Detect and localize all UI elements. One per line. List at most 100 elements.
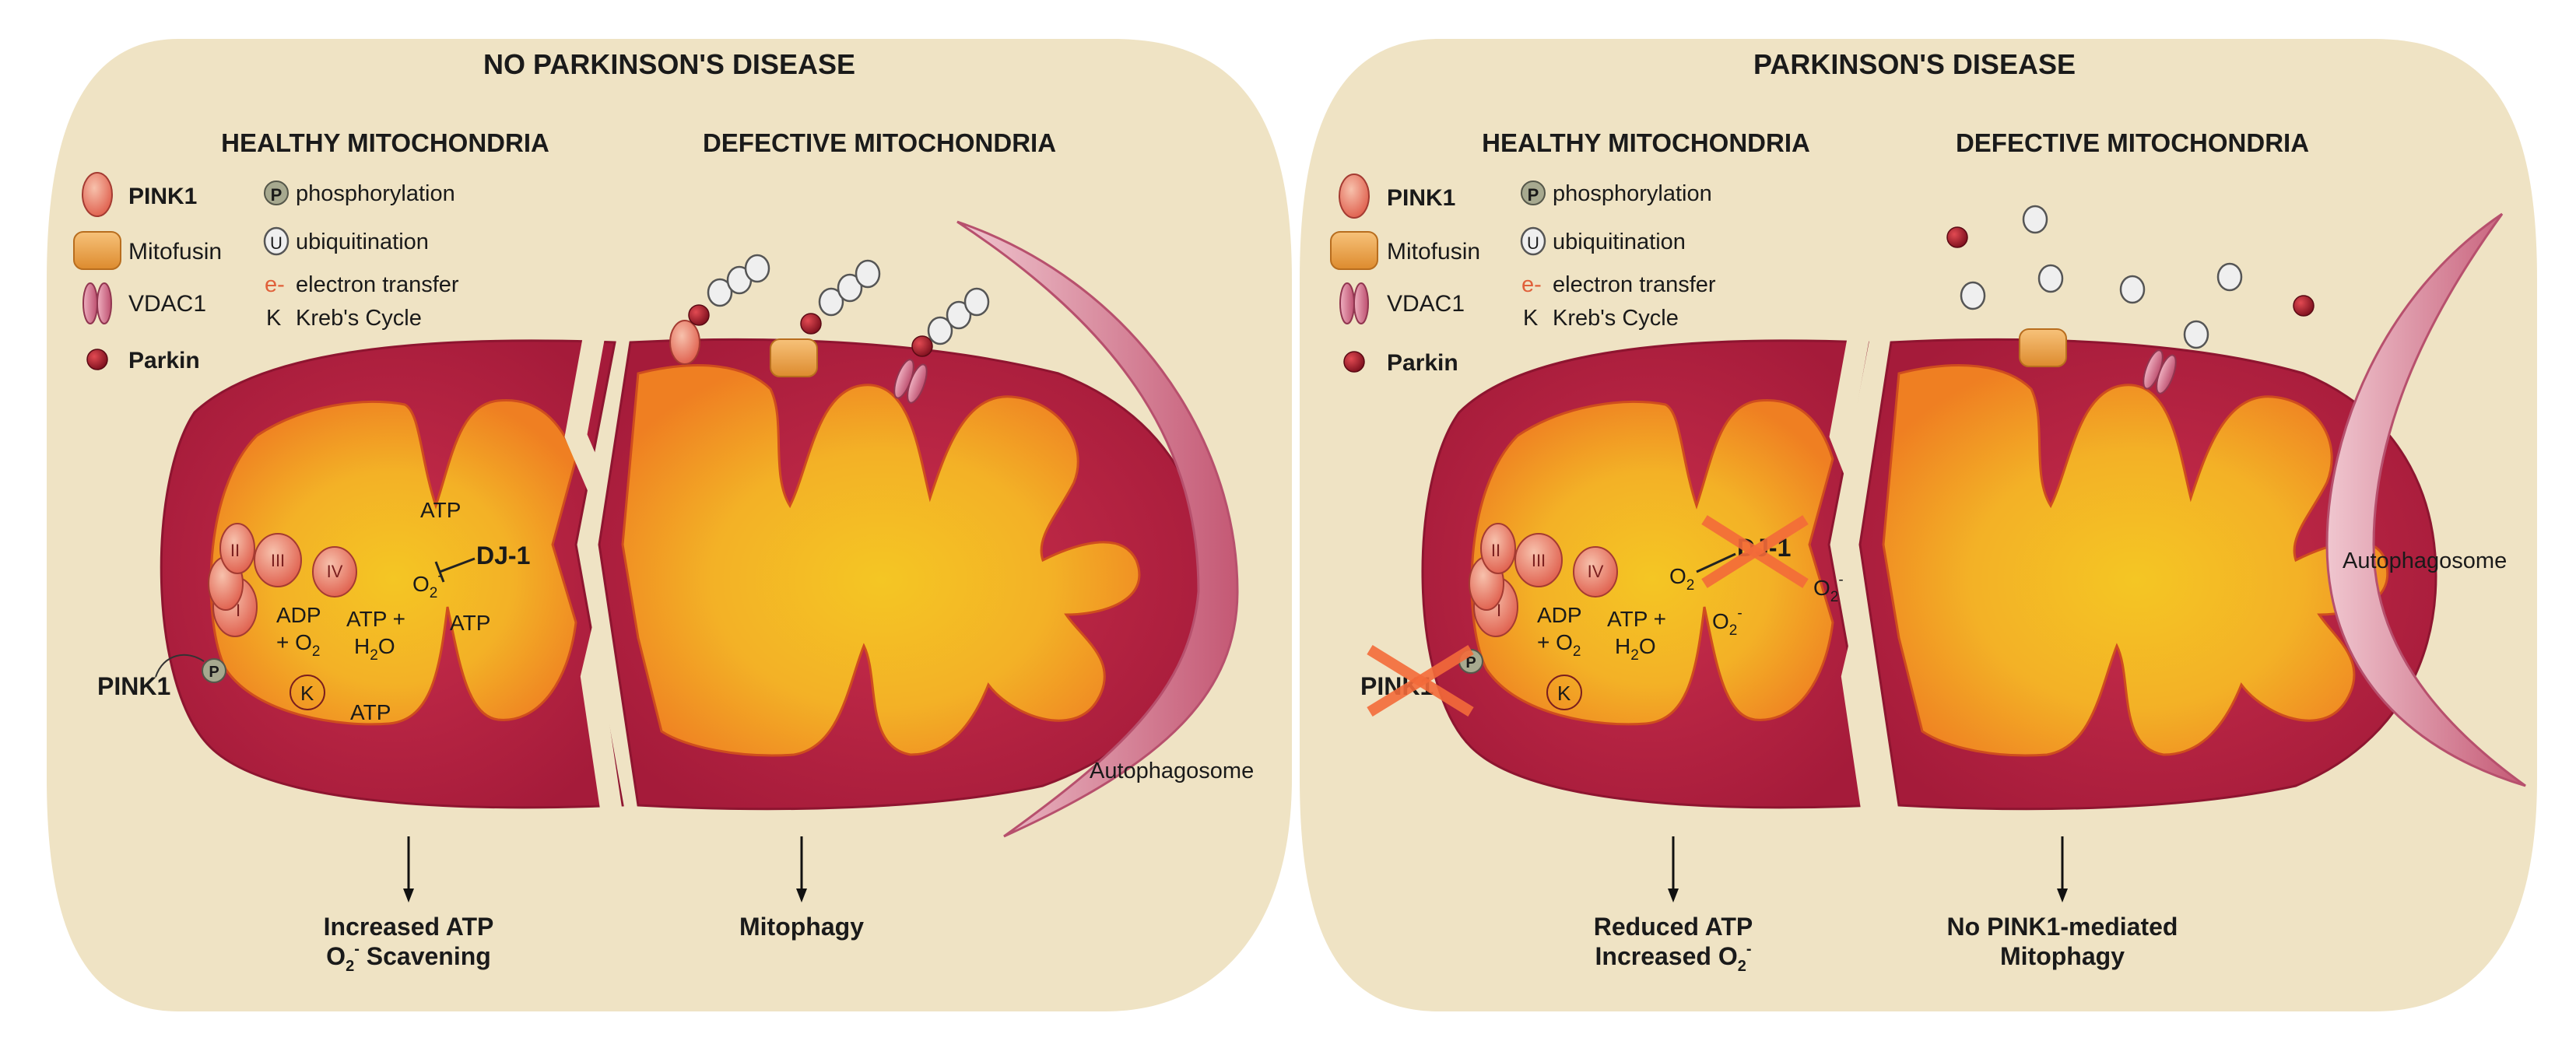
legend-krebs-label: Kreb's Cycle	[1553, 306, 1679, 331]
electron-transport-chain: I II III IV	[208, 523, 357, 637]
label-dj1: DJ-1	[476, 542, 530, 570]
parkin-bound-2	[800, 313, 822, 335]
phospho-p: P	[209, 664, 219, 681]
outcome-defective-right-line2: Mitophagy	[2000, 942, 2125, 970]
free-parkin	[1946, 226, 1968, 248]
outcome-healthy-left-line1: Increased ATP	[324, 913, 494, 941]
complex-II: II	[230, 541, 240, 560]
matrix	[1470, 398, 1834, 726]
defective-header-right: DEFECTIVE MITOCHONDRIA	[1956, 128, 2309, 157]
label-o2-left: O2	[1669, 564, 1694, 594]
autophagosome-right	[2325, 212, 2526, 787]
legend-vdac1-label: VDAC1	[128, 291, 206, 317]
legend-electron-transfer-label: electron transfer	[1553, 272, 1716, 297]
legend-vdac1-label: VDAC1	[1387, 291, 1465, 317]
autophagosome-label-right: Autophagosome	[2343, 549, 2507, 573]
parkin-bound-3	[911, 335, 933, 357]
legend-pink1-icon	[82, 172, 113, 217]
label-atp-top: ATP	[420, 498, 461, 522]
free-ubiquitin	[2022, 205, 2048, 234]
label-atp-plus: ATP +	[346, 607, 405, 631]
outcome-healthy-left-line2: O2- Scavening	[326, 941, 491, 975]
legend-mitofusin-icon	[1330, 231, 1378, 270]
legend-parkin-icon	[1343, 351, 1365, 373]
legend-parkin-icon	[86, 349, 108, 370]
legend-ubiquitination-label: ubiquitination	[1553, 230, 1686, 254]
label-pink1-outer: PINK1	[97, 672, 170, 700]
label-plus-o2: + O2	[1537, 630, 1581, 660]
electron-transport-chain: I II III IV	[1469, 523, 1618, 637]
autophagosome-left	[956, 220, 1239, 838]
label-atp-bottom: ATP	[350, 700, 391, 724]
legend-k-symbol: K	[1523, 306, 1539, 331]
legend-parkin-label: Parkin	[128, 348, 200, 373]
legend-right: PINK1 Mitofusin VDAC1 Parkin P phosphory…	[1330, 174, 1716, 376]
dj1-x-mark	[1701, 515, 1809, 588]
legend-pink1-label: PINK1	[128, 184, 197, 209]
legend-mitofusin-label: Mitofusin	[128, 239, 222, 265]
legend-p-symbol: P	[1528, 185, 1539, 205]
label-o2-superoxide-right: O2-	[1813, 572, 1844, 605]
outcome-healthy-right-line2: Increased O2-	[1595, 941, 1752, 975]
phospho-p: P	[1465, 654, 1476, 671]
outcome-defective-left: Mitophagy	[739, 913, 864, 941]
pink1-surface	[669, 320, 700, 365]
legend-krebs-label: Kreb's Cycle	[296, 306, 422, 331]
complex-III: III	[1532, 551, 1546, 570]
defective-mitochondrion-right	[1858, 205, 2437, 811]
defective-mitochondrion-left	[598, 254, 1208, 811]
outcome-healthy-right-line1: Reduced ATP	[1594, 913, 1753, 941]
legend-phosphorylation-label: phosphorylation	[1553, 181, 1712, 206]
legend-k-symbol: K	[266, 306, 282, 331]
legend-phosphorylation-label: phosphorylation	[296, 181, 455, 206]
mitofusin-surface	[770, 338, 818, 377]
mitofusin-surface	[2019, 328, 2067, 367]
panel-title-left: NO PARKINSON'S DISEASE	[483, 48, 855, 80]
label-h2o: H2O	[354, 634, 395, 664]
legend-u-symbol: U	[270, 233, 283, 253]
legend-ubiquitination-label: ubiquitination	[296, 230, 429, 254]
complex-III: III	[271, 551, 285, 570]
healthy-mitochondrion-right: I II III IV ADP + O2 ATP + H2O O2 O2- O2…	[1360, 339, 1877, 809]
outcome-defective-right-line1: No PINK1-mediated	[1947, 913, 2178, 941]
legend-mitofusin-label: Mitofusin	[1387, 239, 1480, 265]
panel-title-right: PARKINSON'S DISEASE	[1753, 48, 2076, 80]
legend-left: PINK1 Mitofusin VDAC1 Parkin P phosphory…	[73, 172, 459, 373]
label-adp: ADP	[1537, 603, 1582, 627]
label-o2-superoxide-mid: O2-	[1712, 605, 1742, 639]
parkin-bound-1	[688, 304, 710, 326]
autophagosome-label-left: Autophagosome	[1090, 759, 1254, 783]
label-h2o: H2O	[1615, 634, 1656, 664]
complex-IV: IV	[327, 562, 343, 581]
legend-electron-transfer-label: electron transfer	[296, 272, 459, 297]
label-atp-plus: ATP +	[1607, 607, 1666, 631]
matrix	[1882, 364, 2389, 757]
complex-I: I	[236, 601, 240, 620]
legend-e-symbol: e-	[265, 272, 285, 297]
legend-pink1-icon	[1339, 174, 1370, 219]
healthy-header-left: HEALTHY MITOCHONDRIA	[221, 128, 549, 157]
legend-mitofusin-icon	[73, 231, 121, 270]
legend-e-symbol: e-	[1521, 272, 1542, 297]
label-adp: ADP	[276, 603, 321, 627]
label-krebs-k: K	[1557, 682, 1571, 705]
legend-pink1-label: PINK1	[1387, 185, 1455, 211]
label-plus-o2: + O2	[276, 630, 321, 660]
panel-no-parkinsons: NO PARKINSON'S DISEASE HEALTHY MITOCHOND…	[47, 39, 1292, 1011]
healthy-mitochondrion-left: I II III IV ATP ADP + O2 ATP + H2O O2- D…	[97, 339, 624, 809]
matrix	[621, 364, 1141, 757]
pink1-x-mark	[1367, 645, 1474, 717]
label-krebs-k: K	[300, 682, 314, 705]
healthy-header-right: HEALTHY MITOCHONDRIA	[1482, 128, 1810, 157]
matrix	[209, 398, 577, 726]
defective-header-left: DEFECTIVE MITOCHONDRIA	[703, 128, 1056, 157]
complex-I: I	[1497, 601, 1501, 620]
legend-u-symbol: U	[1527, 233, 1539, 253]
panel-parkinsons: PARKINSON'S DISEASE HEALTHY MITOCHONDRIA…	[1300, 39, 2537, 1011]
dj1-inhibition-line	[439, 557, 476, 573]
legend-p-symbol: P	[271, 185, 283, 205]
label-atp-mid: ATP	[450, 611, 490, 635]
complex-II: II	[1491, 541, 1500, 560]
legend-parkin-label: Parkin	[1387, 350, 1458, 376]
